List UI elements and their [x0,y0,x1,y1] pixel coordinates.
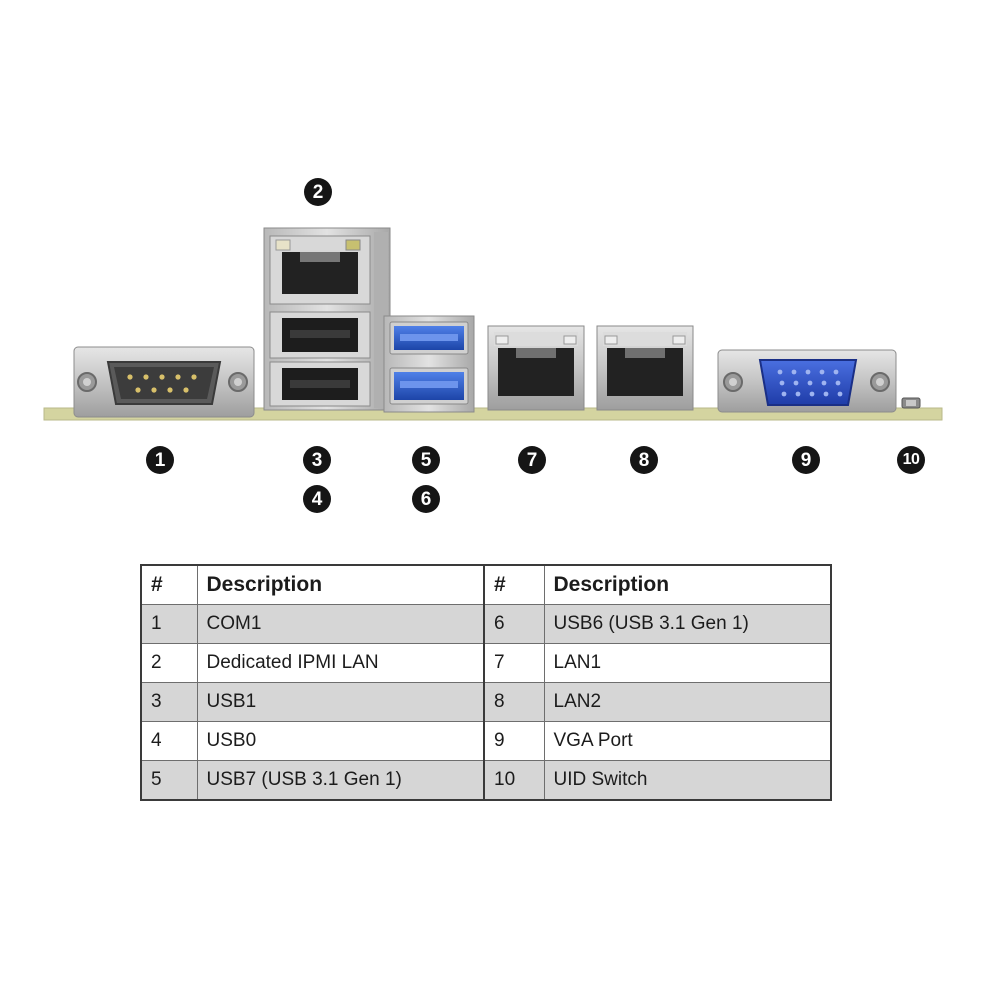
com1-port [74,347,254,417]
row-num: 7 [484,644,544,683]
row-num: 1 [141,605,197,644]
header-num-right: # [484,565,544,605]
lan1-port [488,326,584,410]
callout-4: 4 [303,485,331,513]
row-num: 9 [484,722,544,761]
row-num: 6 [484,605,544,644]
ipmi-usb-stack [264,228,390,410]
callout-3: 3 [303,446,331,474]
table-row: 5 USB7 (USB 3.1 Gen 1) 10 UID Switch [141,761,831,801]
row-desc: USB0 [197,722,484,761]
row-desc: LAN1 [544,644,831,683]
row-desc: VGA Port [544,722,831,761]
header-desc-right: Description [544,565,831,605]
row-desc: LAN2 [544,683,831,722]
callout-5: 5 [412,446,440,474]
row-desc: UID Switch [544,761,831,801]
row-num: 5 [141,761,197,801]
callout-7: 7 [518,446,546,474]
row-desc: USB7 (USB 3.1 Gen 1) [197,761,484,801]
back-panel-diagram: 2 1 3 4 5 6 7 8 9 10 [0,0,1000,540]
ports-table: # Description # Description 1 COM1 6 USB… [140,564,832,801]
usb3-stack [384,316,474,412]
uid-switch [902,398,920,408]
header-num-left: # [141,565,197,605]
table-row: 2 Dedicated IPMI LAN 7 LAN1 [141,644,831,683]
table-row: 3 USB1 8 LAN2 [141,683,831,722]
lan2-port [597,326,693,410]
table-row: 1 COM1 6 USB6 (USB 3.1 Gen 1) [141,605,831,644]
vga-port [718,350,896,412]
row-num: 10 [484,761,544,801]
table-header-row: # Description # Description [141,565,831,605]
row-num: 2 [141,644,197,683]
row-desc: USB1 [197,683,484,722]
row-desc: Dedicated IPMI LAN [197,644,484,683]
callout-8: 8 [630,446,658,474]
callout-9: 9 [792,446,820,474]
row-num: 8 [484,683,544,722]
row-desc: USB6 (USB 3.1 Gen 1) [544,605,831,644]
row-num: 3 [141,683,197,722]
callout-6: 6 [412,485,440,513]
header-desc-left: Description [197,565,484,605]
row-desc: COM1 [197,605,484,644]
row-num: 4 [141,722,197,761]
callout-1: 1 [146,446,174,474]
callout-2: 2 [304,178,332,206]
table-row: 4 USB0 9 VGA Port [141,722,831,761]
callout-10: 10 [897,446,925,474]
